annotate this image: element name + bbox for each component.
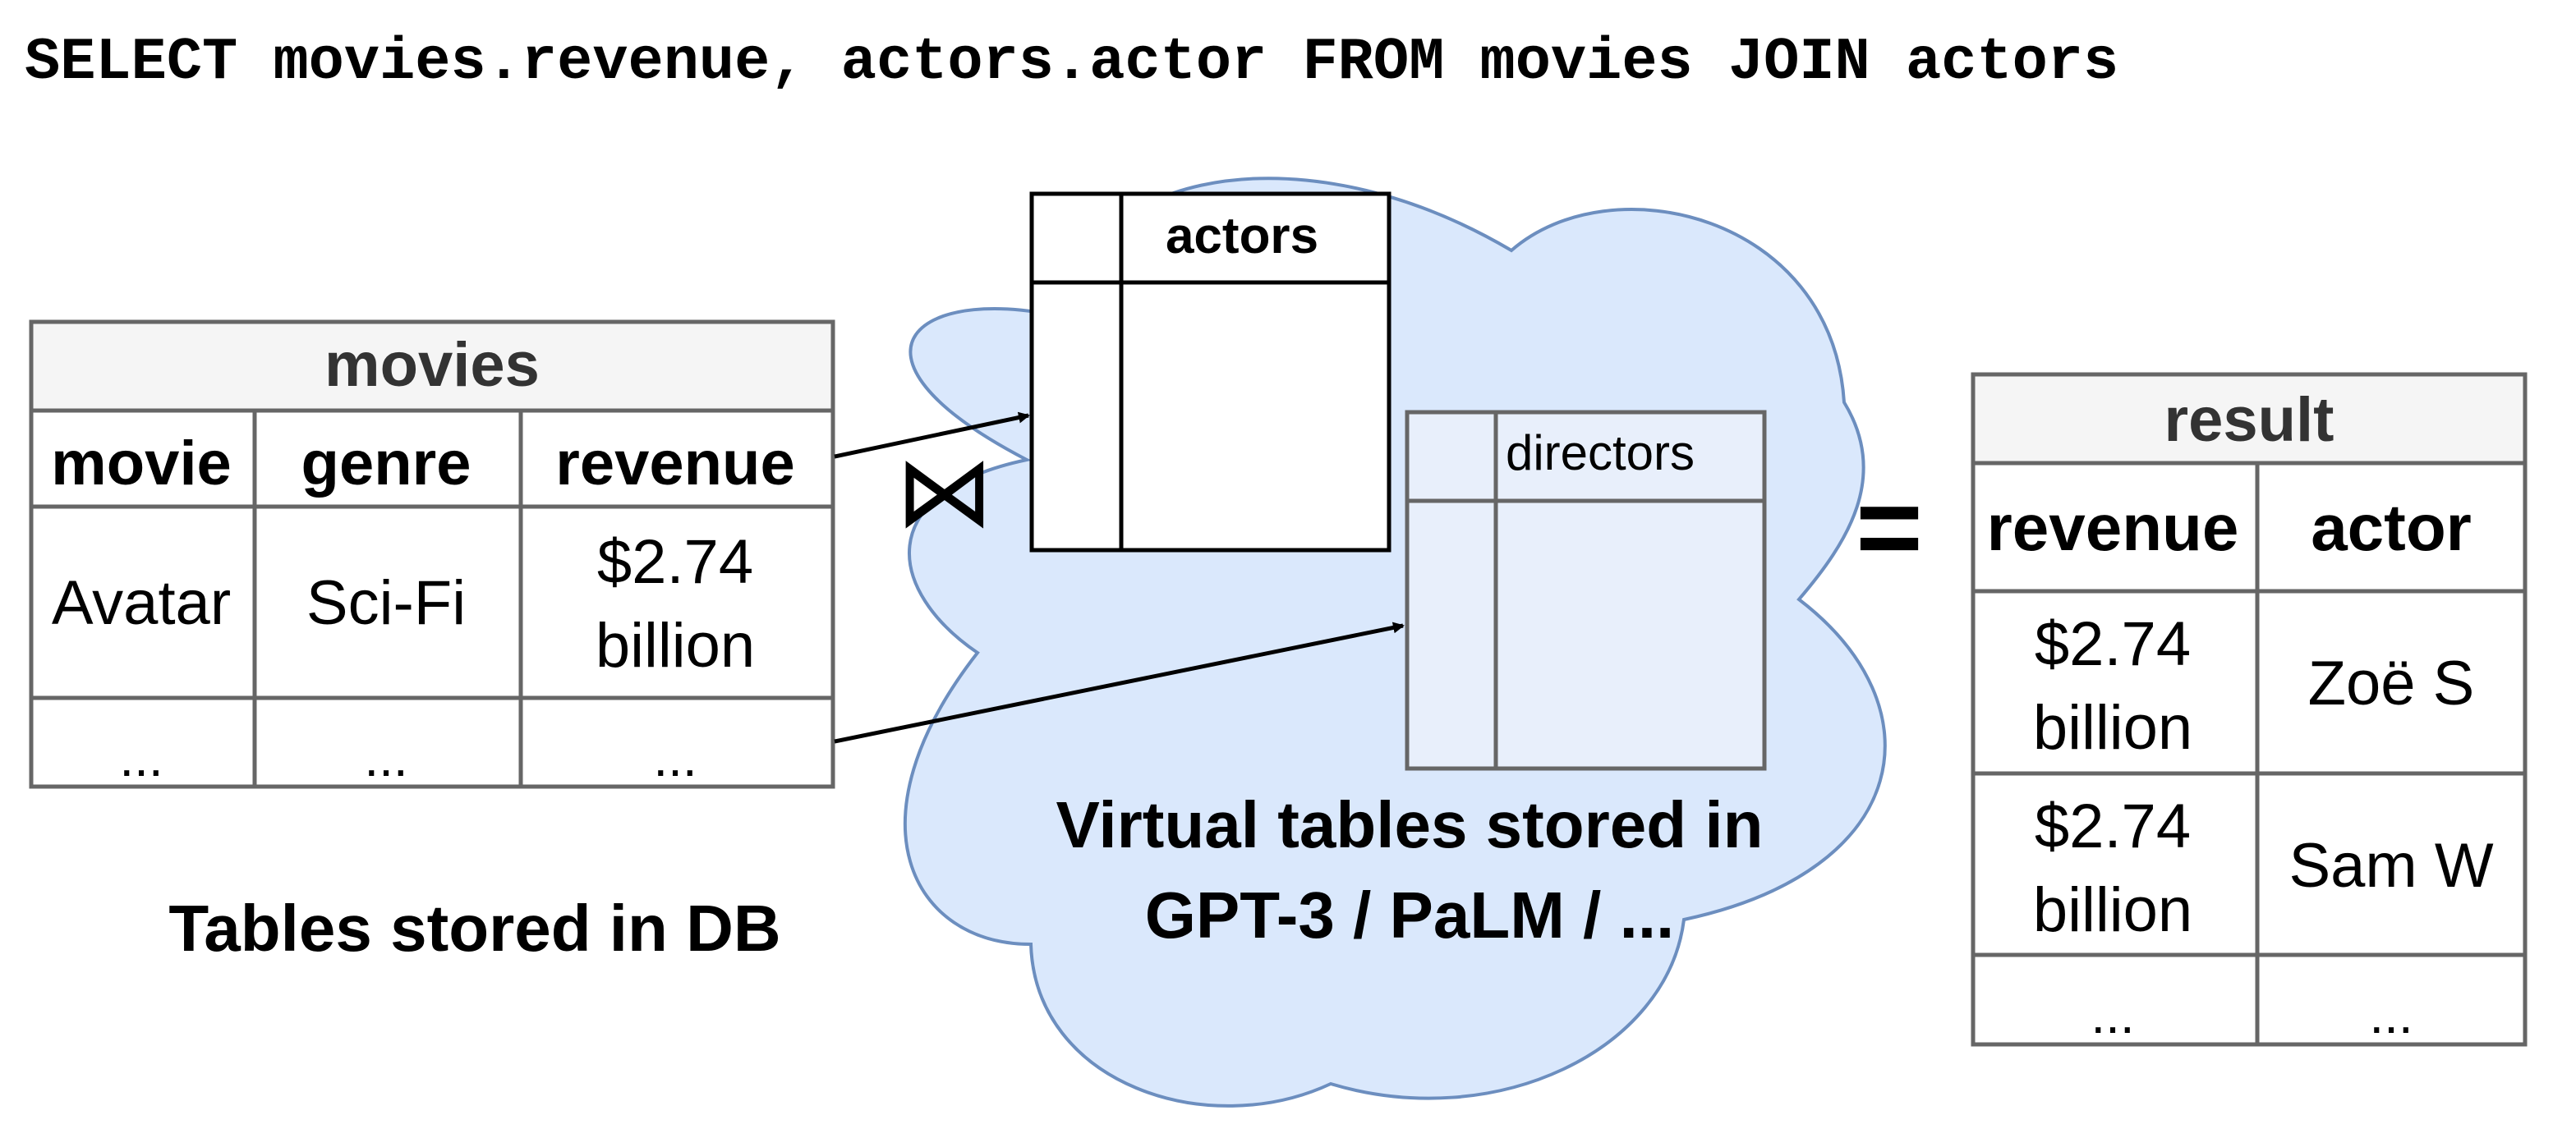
arrow-revenue-to-actors <box>834 411 1030 459</box>
arrow-movies-to-directors <box>834 622 1405 744</box>
result-body <box>1971 461 2528 1047</box>
result-row2-revenue-unit: billion <box>2033 875 2192 945</box>
cloud-caption-line-1: Virtual tables stored in <box>1056 788 1764 861</box>
movies-body <box>29 408 835 789</box>
movies-cell-movie: Avatar <box>52 568 231 638</box>
movies-title: movies <box>324 330 540 400</box>
result-row1-revenue-unit: billion <box>2033 693 2192 763</box>
movies-header-genre: genre <box>301 429 472 498</box>
result-table: result revenue actor $2.74 billion Zoë S… <box>1971 372 2528 1047</box>
movies-header-revenue: revenue <box>555 429 795 498</box>
actors-frame <box>1029 191 1392 553</box>
movies-table: movies movie genre revenue Avatar Sci-Fi… <box>29 319 835 789</box>
result-ellipsis-revenue: ... <box>2091 985 2134 1044</box>
movies-title-bar <box>29 319 835 413</box>
result-ellipsis-actor: ... <box>2369 985 2413 1044</box>
result-row2-actor: Sam W <box>2288 831 2493 901</box>
directors-title: directors <box>1506 425 1695 480</box>
movies-ellipsis-movie: ... <box>119 728 163 787</box>
actors-table: actors <box>1029 191 1392 553</box>
movies-ellipsis-revenue: ... <box>653 728 697 787</box>
movies-header-movie: movie <box>51 429 232 498</box>
result-row2-revenue-amount: $2.74 <box>2035 792 2191 861</box>
actors-title: actors <box>1166 208 1318 264</box>
result-title-bar <box>1971 372 2528 466</box>
result-header-revenue: revenue <box>1987 491 2239 564</box>
result-row1-revenue-amount: $2.74 <box>2035 609 2191 679</box>
result-title: result <box>2164 385 2334 455</box>
sql-query: SELECT movies.revenue, actors.actor FROM… <box>25 29 2118 96</box>
result-row1-actor: Zoë S <box>2308 649 2475 718</box>
directors-frame <box>1405 410 1767 771</box>
result-header-actor: actor <box>2311 491 2472 564</box>
movies-cell-revenue-unit: billion <box>596 611 755 681</box>
join-symbol: ⋈ <box>895 437 994 547</box>
cloud-caption-line-2: GPT-3 / PaLM / ... <box>1145 879 1675 952</box>
movies-cell-revenue-amount: $2.74 <box>597 527 753 597</box>
movies-ellipsis-genre: ... <box>364 728 407 787</box>
equals-symbol: = <box>1856 462 1923 591</box>
movies-cell-genre: Sci-Fi <box>306 568 466 638</box>
db-caption: Tables stored in DB <box>168 892 780 965</box>
directors-table: directors <box>1405 410 1767 771</box>
